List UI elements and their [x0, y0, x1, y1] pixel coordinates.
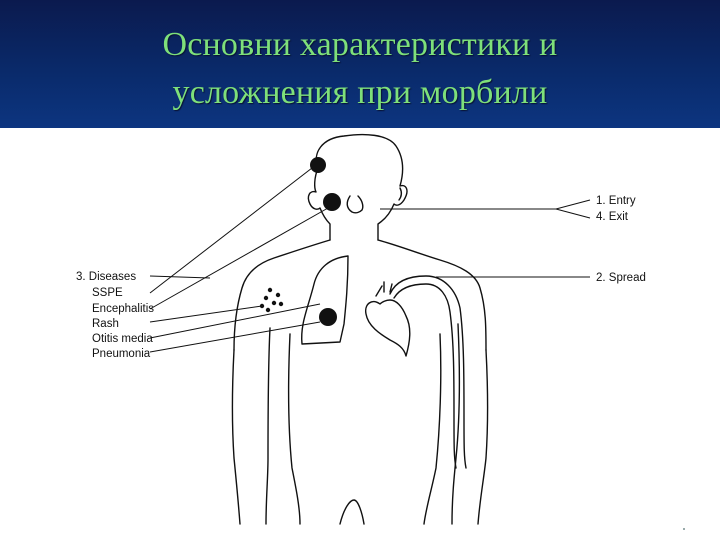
disease-item-pneumonia: Pneumonia [92, 348, 151, 360]
head-outline [315, 133, 408, 241]
disease-item-sspe: SSPE [92, 287, 123, 299]
lung-outline [300, 255, 349, 345]
rash-dot [263, 295, 269, 301]
exit-label: 4. Exit [596, 211, 629, 223]
throat-lesion-dot [323, 193, 341, 211]
leg-left [339, 499, 365, 525]
rash-dot [267, 287, 273, 293]
brain-lesion-dot [310, 157, 326, 173]
rash-dot [265, 307, 271, 313]
pneumonia-leader [149, 321, 321, 353]
torso-right [423, 333, 442, 525]
disease-item-otitis-media: Otitis media [92, 333, 153, 345]
slide-corner-mark [683, 528, 685, 530]
lesion-markers [259, 157, 341, 326]
disease-item-rash: Rash [92, 318, 119, 330]
title-band: Основни характеристики и усложнения при … [0, 0, 720, 128]
disease-item-encephalitis: Encephalitis [92, 303, 154, 315]
entry-exit-leader [380, 199, 591, 219]
right-shoulder [377, 239, 487, 351]
nose [346, 195, 364, 214]
ear-detail [398, 187, 403, 201]
otitis-leader [149, 303, 321, 339]
rash-leader [149, 305, 263, 323]
rash-dot [278, 301, 284, 307]
spread-label: 2. Spread [596, 272, 646, 284]
rash-dot [275, 292, 281, 298]
heart-vessels [375, 281, 393, 297]
sspe-leader [149, 167, 313, 294]
leader-lines [149, 167, 591, 353]
left-shoulder [233, 239, 331, 351]
left-arm-outer [231, 349, 241, 525]
head-left-outline [307, 167, 331, 241]
encephalitis-leader [149, 207, 329, 310]
entry-label: 1. Entry [596, 195, 636, 207]
slide-title-line-1: Основни характеристики и [162, 26, 558, 63]
spread-vessel-outer [389, 275, 467, 469]
lung-lesion-dot [319, 308, 337, 326]
spread-vessel-inner [393, 283, 457, 469]
right-arm-inner [451, 323, 461, 525]
heart-outline [365, 299, 411, 357]
torso-left [287, 333, 301, 525]
diseases-heading: 3. Diseases [76, 271, 136, 283]
rash-dot [271, 300, 277, 306]
slide-title-line-2: усложнения при морбили [172, 74, 548, 111]
diseases-leader [149, 275, 211, 279]
measles-body-diagram: 1. Entry 4. Exit 2. Spread 3. Diseases S… [76, 133, 646, 525]
right-arm-outer [477, 349, 489, 525]
left-arm-inner [265, 327, 271, 525]
